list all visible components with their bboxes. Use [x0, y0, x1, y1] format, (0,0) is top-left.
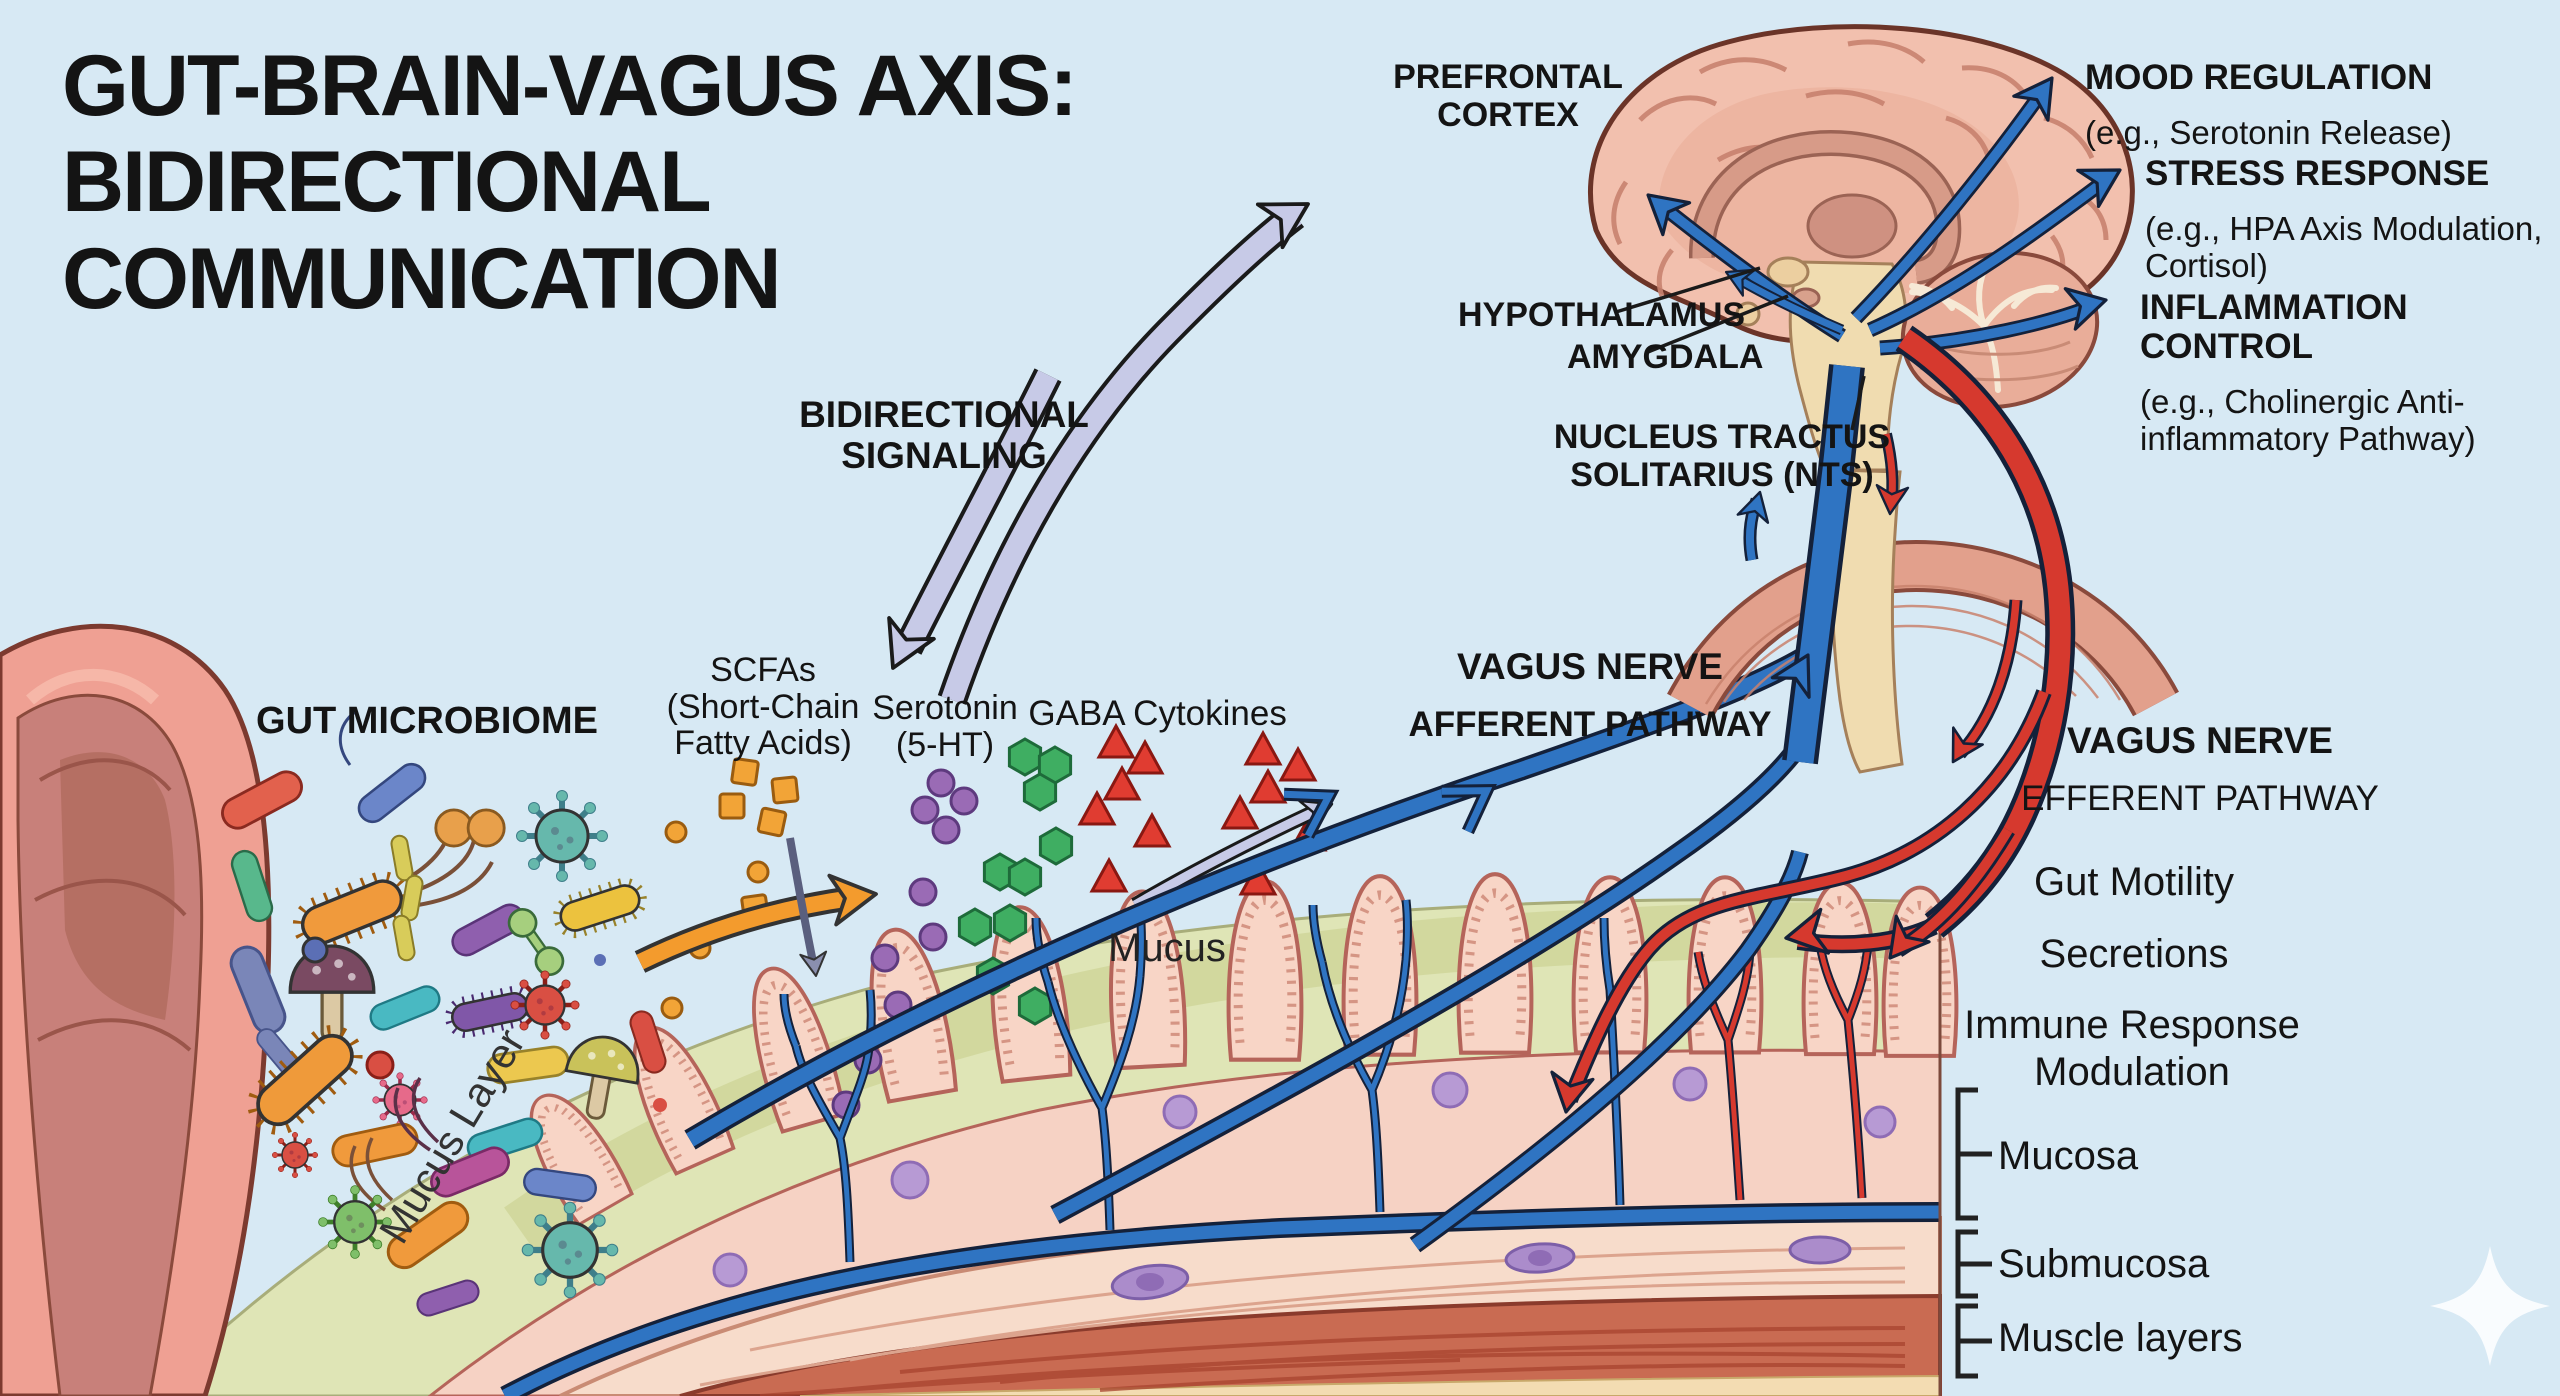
- stress-title: STRESS RESPONSE: [2145, 153, 2490, 193]
- label-muscle-layers: Muscle layers: [1998, 1316, 2243, 1360]
- label-scfas: SCFAs (Short-Chain Fatty Acids): [666, 651, 860, 763]
- inflammation-title: INFLAMMATION CONTROL: [2140, 287, 2408, 367]
- label-gut-microbiome: GUT MICROBIOME: [256, 700, 598, 742]
- mood-subtitle: (e.g., Serotonin Release): [2085, 114, 2452, 151]
- label-immune-modulation: Immune Response Modulation: [1964, 1003, 2300, 1095]
- afferent-trunk-and-brain-arrows: [1633, 64, 2132, 765]
- label-stress-response: STRESS RESPONSE (e.g., HPA Axis Modulati…: [2145, 136, 2542, 303]
- mood-title: MOOD REGULATION: [2085, 57, 2433, 97]
- colon-illustration: [0, 623, 272, 1396]
- label-vagus-efferent: VAGUS NERVE EFFERENT PATHWAY: [2021, 702, 2379, 836]
- label-mucosa: Mucosa: [1998, 1134, 2139, 1178]
- label-amygdala: AMYGDALA: [1567, 338, 1764, 376]
- microbiome-cluster: [215, 710, 670, 1320]
- label-prefrontal-cortex: PREFRONTAL CORTEX: [1393, 58, 1623, 135]
- label-hypothalamus: HYPOTHALAMUS: [1458, 296, 1746, 334]
- microbiome-to-mucus-arrows: [634, 788, 1340, 979]
- sparkle-icon: [2430, 1246, 2550, 1366]
- efferent-nerve-arrows: [1543, 325, 2076, 1118]
- afferent-subtitle: AFFERENT PATHWAY: [1408, 705, 1772, 745]
- hypothalamus-structure: [1766, 256, 1810, 288]
- label-secretions: Secretions: [2039, 932, 2229, 976]
- label-submucosa: Submucosa: [1998, 1242, 2210, 1286]
- label-vagus-afferent: VAGUS NERVE AFFERENT PATHWAY: [1409, 628, 1772, 762]
- cerebellum-arbor: [1909, 259, 2059, 393]
- pointer-lines: [1615, 266, 1866, 431]
- stress-subtitle: (e.g., HPA Axis Modulation, Cortisol): [2145, 210, 2543, 284]
- bidirectional-arrows: [868, 180, 1323, 705]
- efferent-subtitle: EFFERENT PATHWAY: [2021, 779, 2379, 819]
- label-mood-regulation: MOOD REGULATION (e.g., Serotonin Release…: [2085, 40, 2452, 170]
- label-gaba: GABA: [1028, 694, 1126, 733]
- afferent-title: VAGUS NERVE: [1457, 645, 1723, 687]
- label-mucus: Mucus: [1108, 926, 1226, 970]
- label-serotonin: Serotonin (5-HT): [872, 689, 1018, 764]
- label-inflammation-control: INFLAMMATION CONTROL (e.g., Cholinergic …: [2140, 270, 2560, 476]
- efferent-title: VAGUS NERVE: [2067, 719, 2333, 761]
- label-bidirectional-signaling: BIDIRECTIONAL SIGNALING: [799, 394, 1089, 477]
- inflammation-subtitle: (e.g., Cholinergic Anti- inflammatory Pa…: [2140, 383, 2476, 458]
- label-gut-motility: Gut Motility: [2033, 860, 2235, 904]
- label-nts: NUCLEUS TRACTUS SOLITARIUS (NTS): [1553, 418, 1891, 495]
- layer-brackets: [1955, 1087, 1992, 1379]
- label-cytokines: Cytokines: [1133, 694, 1287, 733]
- page-title: GUT-BRAIN-VAGUS AXIS: BIDIRECTIONAL COMM…: [62, 38, 1078, 327]
